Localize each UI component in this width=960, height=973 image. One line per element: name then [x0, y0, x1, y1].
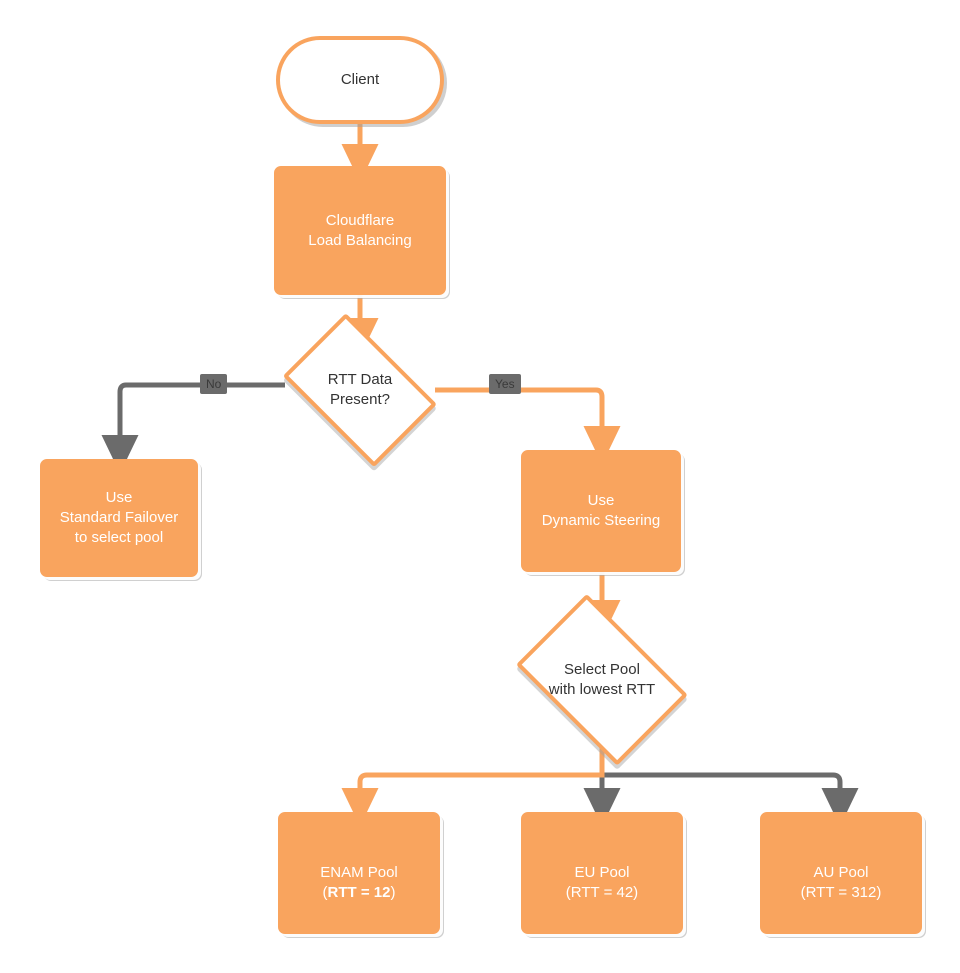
node-client[interactable]: Client: [276, 36, 444, 124]
edge-select-to-enam: [341, 745, 605, 827]
node-enam-pool-label: ENAM Pool(RTT = 12): [314, 843, 404, 902]
edge-label-yes: Yes: [489, 374, 521, 394]
node-cloudflare-load-balancing-label: Cloudflare Load Balancing: [308, 211, 412, 249]
node-select-pool-label: Select Pool with lowest RTT: [549, 660, 655, 700]
edge-rtt-no: [101, 382, 285, 474]
node-standard-failover[interactable]: Use Standard Failover to select pool: [40, 459, 198, 577]
node-enam-pool[interactable]: ENAM Pool(RTT = 12): [278, 812, 440, 934]
node-enam-pool-paren-open: (: [322, 883, 328, 901]
node-client-label: Client: [340, 71, 380, 89]
node-dynamic-steering-label: Use Dynamic Steering: [541, 492, 661, 529]
node-select-pool-decision[interactable]: Select Pool with lowest RTT: [508, 593, 696, 767]
node-eu-pool-rtt-value: (RTT = 42): [565, 883, 639, 901]
edge-select-to-au: [599, 745, 859, 827]
node-au-pool-line1: AU Pool: [813, 864, 869, 882]
node-enam-pool-paren-close: ): [390, 883, 396, 901]
node-rtt-data-present-line1: RTT Data: [327, 371, 393, 389]
node-standard-failover-label: Use Standard Failover to select pool: [59, 489, 179, 546]
node-cloudflare-load-balancing[interactable]: Cloudflare Load Balancing: [274, 166, 446, 295]
node-select-pool-line2: with lowest RTT: [548, 681, 656, 698]
node-rtt-data-present-label: RTT Data Present?: [328, 370, 392, 410]
node-eu-pool[interactable]: EU Pool(RTT = 42): [521, 812, 683, 934]
node-au-pool-label: AU Pool(RTT = 312): [795, 843, 888, 902]
node-rtt-data-present-decision[interactable]: RTT Data Present?: [276, 313, 444, 467]
node-dynamic-steering[interactable]: Use Dynamic Steering: [521, 450, 681, 572]
node-eu-pool-line1: EU Pool: [574, 864, 630, 882]
node-eu-pool-label: EU Pool(RTT = 42): [560, 843, 644, 902]
node-enam-pool-line1: ENAM Pool: [320, 864, 398, 882]
node-enam-pool-rtt-value: RTT = 12: [327, 883, 391, 901]
node-select-pool-line1: Select Pool: [564, 661, 640, 679]
node-au-pool[interactable]: AU Pool(RTT = 312): [760, 812, 922, 934]
edge-label-no: No: [200, 374, 228, 394]
edge-rtt-yes: [435, 387, 621, 465]
node-rtt-data-present-line2: Present?: [329, 391, 391, 408]
node-au-pool-rtt-value: (RTT = 312): [800, 883, 882, 901]
